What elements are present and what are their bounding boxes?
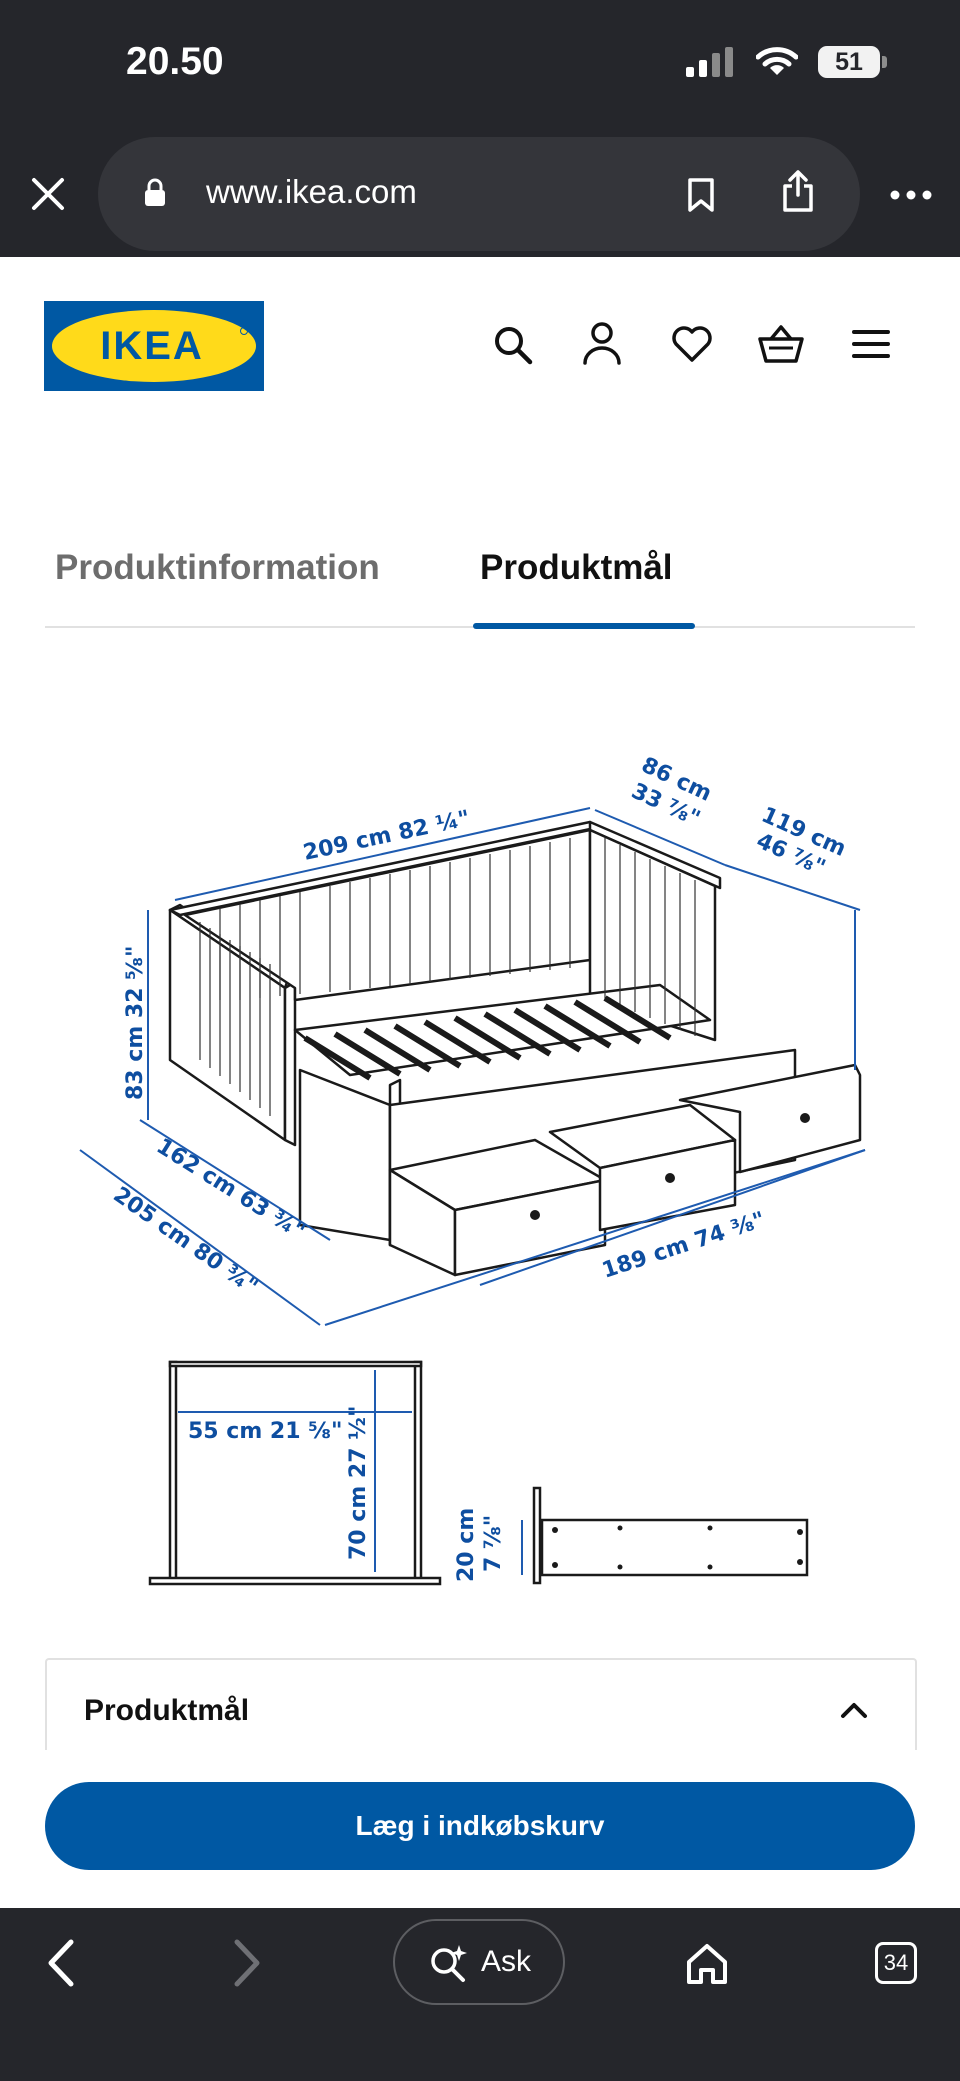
bed-slats [303, 995, 672, 1081]
accordion-title: Produktmål [84, 1694, 250, 1727]
menu-hamburger-icon[interactable] [852, 329, 890, 359]
wifi-icon [756, 47, 798, 75]
ask-search-sparkle-icon [431, 1945, 467, 1982]
drawer-bolts [552, 1525, 803, 1570]
dimension-lines [79, 807, 866, 1326]
status-icons: 51 [686, 46, 887, 78]
dim-drawer-height-cm: 20 cm [454, 1508, 479, 1582]
home-icon[interactable] [685, 1942, 729, 1986]
backrest-slats [199, 838, 696, 1116]
lock-icon [145, 178, 165, 206]
ask-button[interactable]: Ask [393, 1919, 565, 2005]
url-text: www.ikea.com [206, 173, 417, 210]
tab-produktmaal[interactable]: Produktmål [480, 548, 673, 587]
drawer-side-drawing [532, 1486, 809, 1585]
forward-arrow-icon[interactable] [233, 1938, 263, 1988]
cellular-signal-icon [686, 47, 733, 77]
tab-produktinformation[interactable]: Produktinformation [55, 548, 380, 587]
search-icon[interactable] [493, 325, 533, 365]
drawer-knobs [530, 1113, 810, 1220]
product-tabs: Produktinformation Produktmål [45, 520, 915, 629]
dim-end-height: 70 cm 27 ½" [346, 1406, 371, 1560]
site-header: IKEA [0, 257, 960, 437]
active-tab-indicator [473, 623, 695, 629]
status-time: 20.50 [126, 40, 224, 83]
ikea-logo[interactable]: IKEA [44, 301, 264, 391]
status-bar: 20.50 51 [0, 0, 960, 130]
browser-bottom-toolbar: Ask 34 [0, 1908, 960, 2081]
battery-indicator: 51 [818, 46, 887, 78]
battery-level: 51 [835, 48, 863, 76]
end-view-drawing [148, 1360, 442, 1586]
back-arrow-icon[interactable] [45, 1938, 75, 1988]
close-icon[interactable] [30, 176, 66, 212]
tab-count-button[interactable]: 34 [875, 1942, 917, 1984]
product-dimension-diagram: 209 cm 82 ¼" 86 cm 33 ⅞" 119 cm 46 ⅞" 83… [79, 753, 866, 1586]
dim-drawer-height-in: 7 ⅞" [481, 1515, 506, 1572]
ask-label: Ask [481, 1945, 532, 1978]
produktmaal-accordion[interactable]: Produktmål [45, 1658, 917, 1750]
shopping-basket-icon[interactable] [757, 321, 805, 365]
chevron-up-icon[interactable] [839, 1700, 869, 1720]
logo-text: IKEA [100, 324, 204, 368]
bookmark-icon[interactable] [686, 177, 716, 213]
browser-toolbar: www.ikea.com [0, 130, 960, 257]
account-icon[interactable] [582, 321, 622, 365]
favorites-heart-icon[interactable] [670, 324, 714, 364]
add-to-cart-button[interactable]: Læg i indkøbskurv [45, 1782, 915, 1870]
address-bar[interactable]: www.ikea.com [98, 137, 860, 251]
daybed-drawing [168, 820, 862, 1277]
end-view-dimensions [178, 1370, 412, 1572]
more-options-icon[interactable] [890, 190, 932, 200]
dim-end-width: 55 cm 21 ⅝" [188, 1419, 342, 1444]
battery-nub [882, 56, 887, 68]
dim-height: 83 cm 32 ⅝" [123, 946, 148, 1100]
share-icon[interactable] [781, 169, 815, 213]
